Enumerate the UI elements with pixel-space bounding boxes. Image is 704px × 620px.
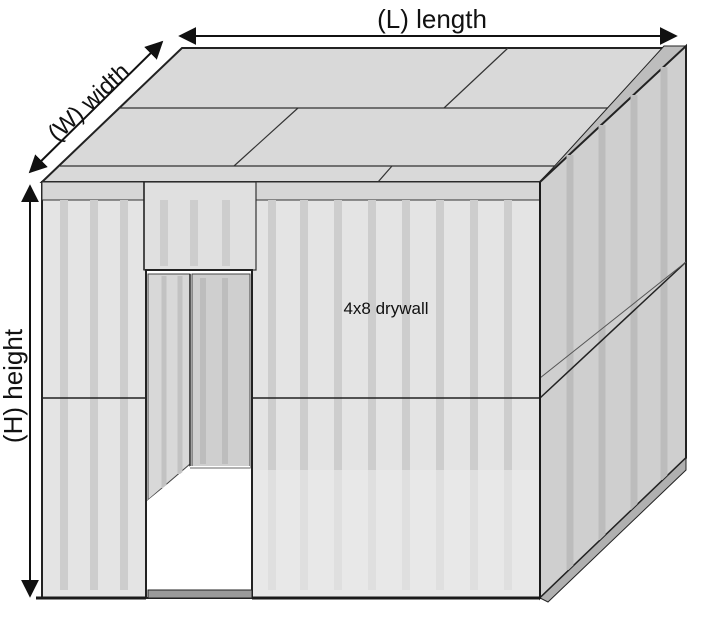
top-plate [41, 181, 541, 201]
stud [334, 200, 342, 590]
length-label: (L) length [377, 4, 487, 34]
drywall-label: 4x8 drywall [343, 299, 428, 318]
width-arrow [28, 40, 164, 174]
interior-stud [200, 278, 206, 464]
stud [190, 200, 198, 266]
interior-floor [148, 466, 250, 596]
lower-panel [252, 470, 540, 598]
side-bottom-plate [539, 456, 687, 603]
side-seam [539, 261, 687, 399]
stud [160, 200, 168, 266]
roof-seam [233, 107, 299, 167]
stud [120, 200, 128, 590]
stud [402, 200, 410, 590]
side-wall [539, 43, 687, 603]
stud [504, 200, 512, 590]
stud [368, 200, 376, 590]
stud [436, 200, 444, 590]
stud [222, 200, 230, 266]
height-label: (H) height [0, 328, 28, 443]
stud [300, 200, 308, 590]
roof-seam [443, 47, 509, 109]
roof-seam [377, 165, 393, 183]
stud [90, 200, 98, 590]
interior-stud [222, 278, 228, 464]
stud [60, 200, 68, 590]
stud [268, 200, 276, 590]
floor-threshold [147, 589, 253, 599]
stud [470, 200, 478, 590]
front-wall [41, 181, 541, 599]
interior-side-wall [147, 273, 191, 502]
doorway [145, 269, 253, 599]
side-seam [539, 261, 687, 379]
